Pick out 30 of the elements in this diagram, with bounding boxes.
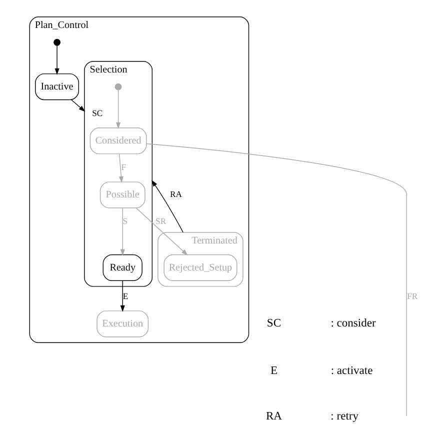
arrow [135, 208, 188, 256]
label: SC [266, 318, 281, 330]
edge-label: SC [92, 108, 102, 118]
arrow [116, 90, 120, 129]
node-box: Ready [102, 254, 142, 282]
arrow [151, 180, 183, 233]
arrow [120, 208, 124, 256]
edge-label: FR [406, 291, 418, 302]
node-box: Considered [89, 128, 146, 154]
edge-label: S [122, 216, 128, 226]
edge-label: F [120, 162, 126, 172]
node-circle [114, 83, 122, 90]
label: : retry [330, 410, 358, 423]
label: E [270, 365, 277, 378]
edge-label: SR [155, 216, 166, 226]
connector [146, 143, 406, 416]
label: : activate [330, 365, 372, 378]
edge-label: E [122, 291, 128, 302]
label: RA [265, 410, 282, 423]
arrow [120, 280, 124, 312]
node-box: Rejected_Setup [163, 254, 237, 282]
arrow [54, 45, 59, 75]
label: : consider [330, 318, 376, 330]
node-box: Possible [99, 182, 145, 208]
arrow [70, 100, 85, 112]
arrow [118, 154, 123, 183]
node-circle [53, 38, 60, 46]
edge-label: RA [169, 189, 182, 200]
node-box: Execution [96, 310, 148, 338]
node-box: Inactive [34, 73, 79, 100]
